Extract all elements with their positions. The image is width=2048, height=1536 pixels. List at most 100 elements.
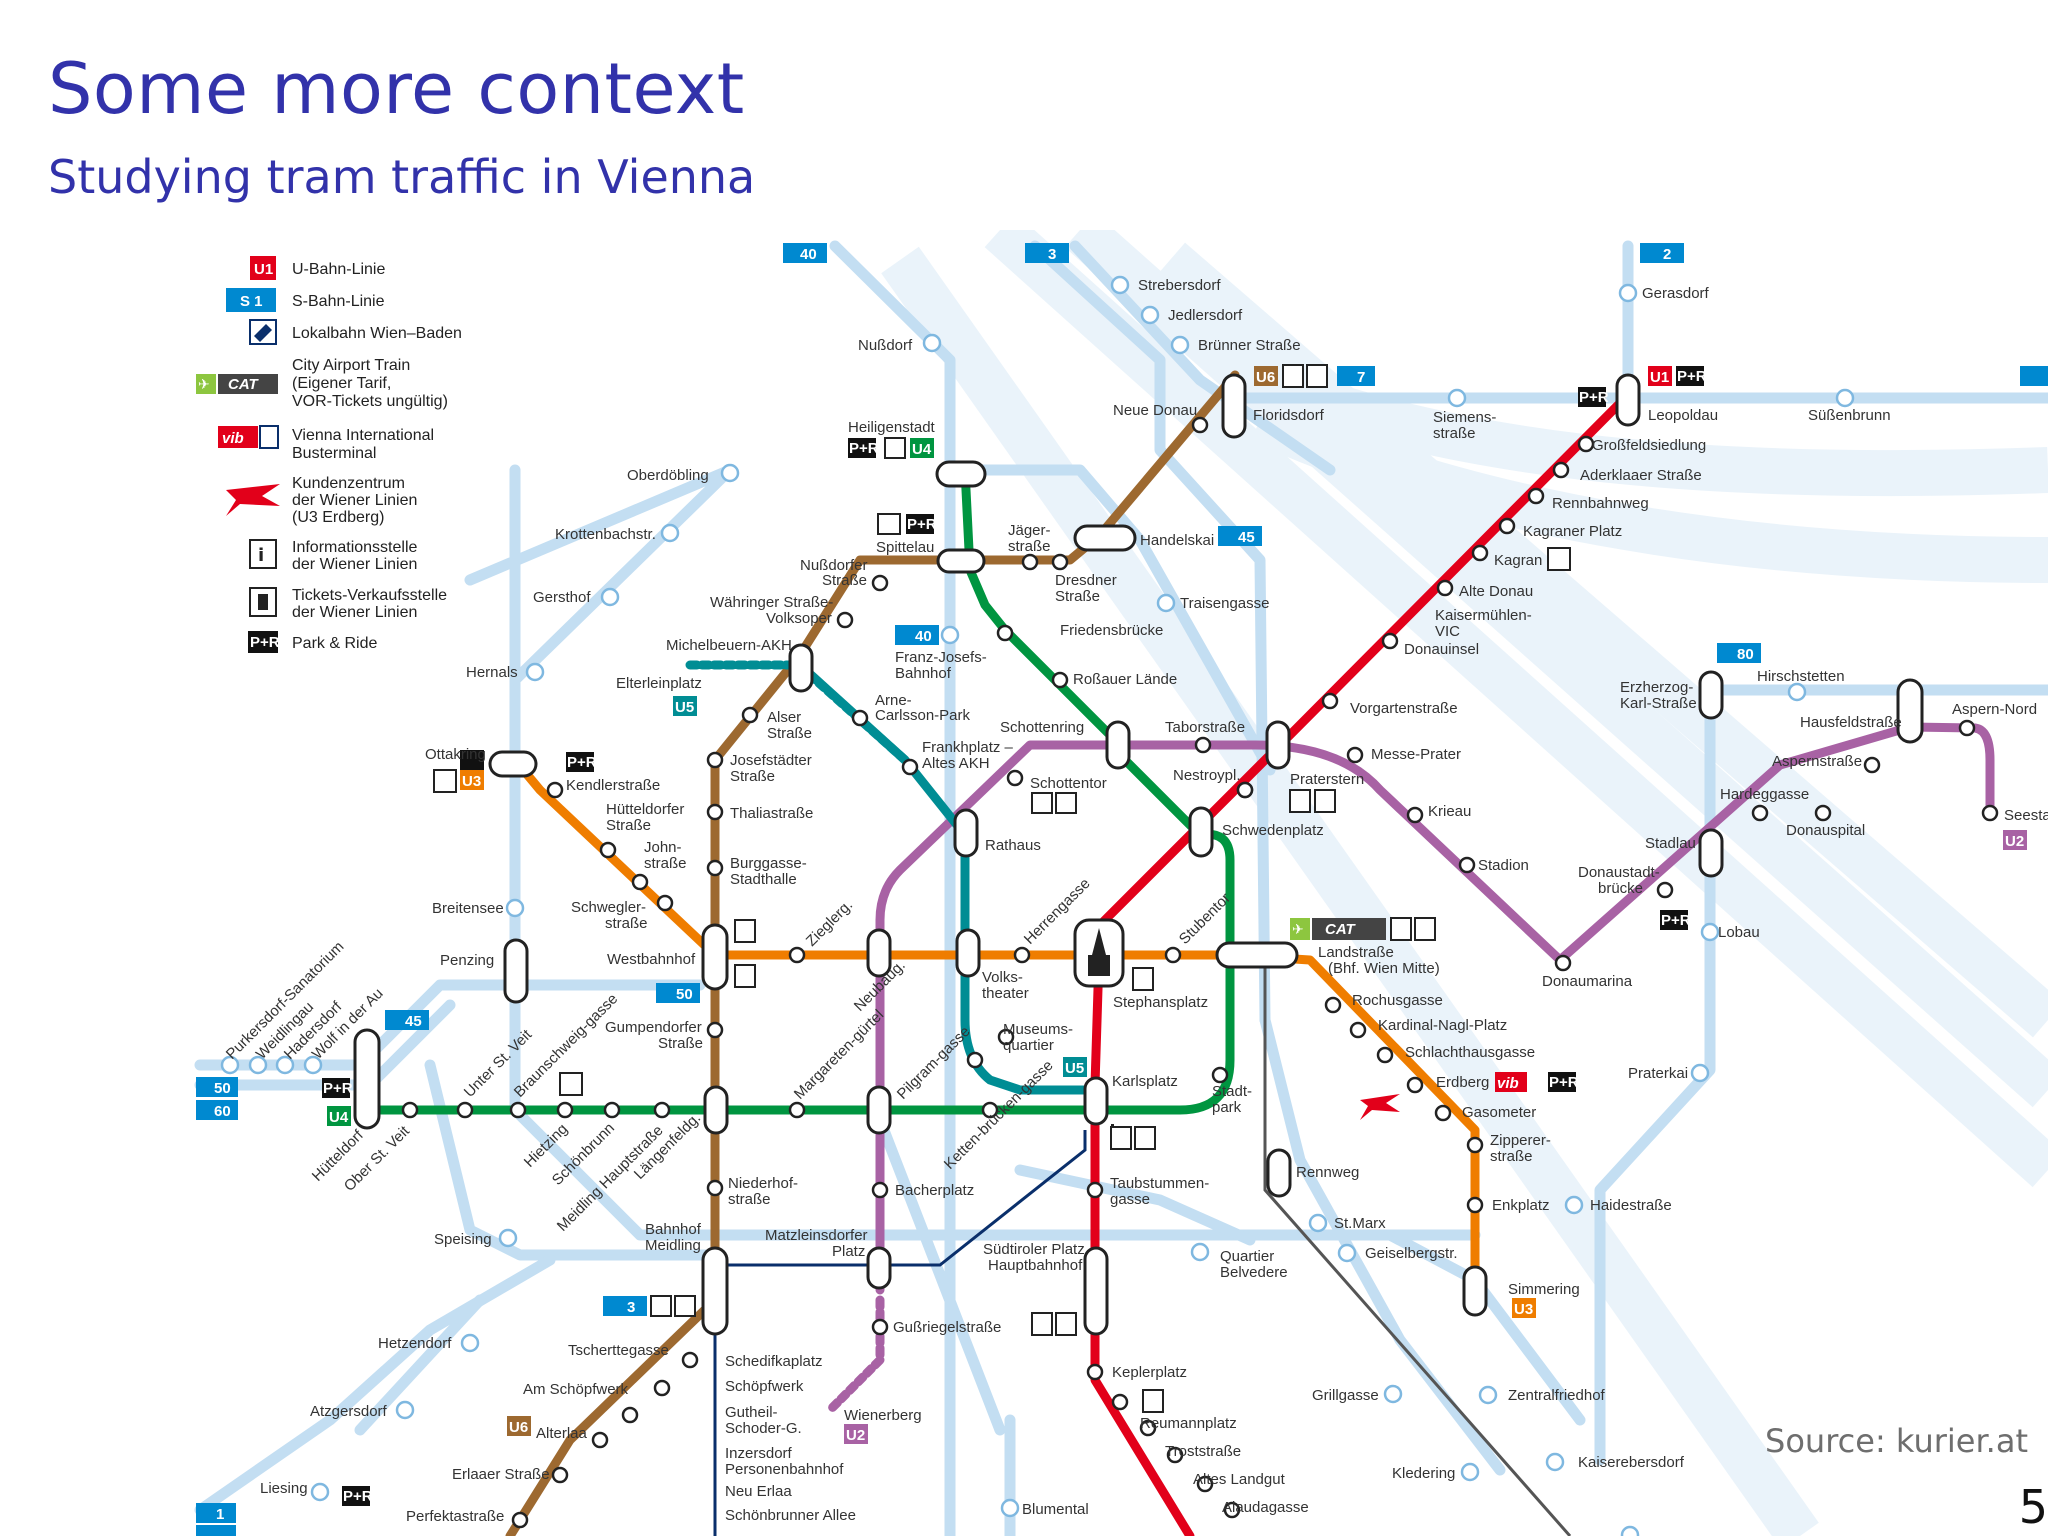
station-kagran: Kagran <box>1494 552 1542 569</box>
station-donauspital: Donauspital <box>1786 822 1865 839</box>
station-siemens-1: Siemens- <box>1433 409 1496 426</box>
station-huetteldorfer-1: Hütteldorfer <box>606 801 684 818</box>
station-alaudagasse: Alaudagasse <box>1222 1499 1309 1516</box>
legend-label-pr: Park & Ride <box>292 635 377 652</box>
station-quartier-2: Belvedere <box>1220 1264 1288 1281</box>
station-vorgarten: Vorgartenstraße <box>1350 700 1458 717</box>
source-credit: Source: kurier.at <box>1765 1422 2028 1460</box>
legend-item-info: i Informationsstelle der Wiener Linien <box>249 539 417 573</box>
interchanges <box>353 373 1924 1336</box>
badge-u4-heiligenstadt: U4 <box>912 441 932 458</box>
interchange-schottenring <box>1105 720 1131 770</box>
interchange-pilgramgasse <box>866 1085 892 1135</box>
station-kardinal-nagl: Kardinal-Nagl-Platz <box>1378 1017 1507 1034</box>
badge-s50-westbahnhof: 50 <box>676 986 693 1003</box>
station-gerasdorf: Gerasdorf <box>1642 285 1710 302</box>
station-schlachthausgasse: Schlachthausgasse <box>1405 1044 1535 1061</box>
station-strebersdorf: Strebersdorf <box>1138 277 1221 294</box>
station-rossauer: Roßauer Lände <box>1073 671 1177 688</box>
station-messe-prater: Messe-Prater <box>1371 746 1461 763</box>
badge-u3-ottakring: U3 <box>462 773 481 790</box>
station-praterstern: Praterstern <box>1290 771 1364 788</box>
station-wienerberg: Wienerberg <box>844 1407 922 1424</box>
badge-vib-erdberg: vib <box>1497 1075 1519 1092</box>
badge-s80: 80 <box>1737 646 1754 663</box>
station-schwegler-1: Schwegler- <box>571 899 646 916</box>
station-geiselbergstr: Geiselbergstr. <box>1365 1245 1458 1262</box>
vib-badge: vib <box>222 430 244 447</box>
station-nestroyplatz: Nestroypl. <box>1173 767 1241 784</box>
legend-label-cat-2: (Eigener Tarif, <box>292 375 391 392</box>
legend-label-kunden-3: (U3 Erdberg) <box>292 509 384 526</box>
station-breitensee: Breitensee <box>432 900 504 917</box>
station-donaustadt-2: brücke <box>1598 880 1643 897</box>
interchange-spittelau <box>936 548 986 574</box>
station-burggasse-2: Stadthalle <box>730 871 797 888</box>
station-keplerplatz: Keplerplatz <box>1112 1364 1187 1381</box>
station-spittelau: Spittelau <box>876 539 934 556</box>
sbahn-station-dots <box>220 275 1855 1536</box>
station-zentralfriedhof: Zentralfriedhof <box>1508 1387 1606 1404</box>
station-penzing: Penzing <box>440 952 494 969</box>
station-rochusgasse: Rochusgasse <box>1352 992 1443 1009</box>
station-fjb-1: Franz-Josefs- <box>895 649 987 666</box>
slide-subtitle: Studying tram traffic in Vienna <box>48 150 756 204</box>
station-fjb-2: Bahnhof <box>895 665 952 682</box>
station-kendlerstrasse: Kendlerstraße <box>566 777 660 794</box>
transit-map: U1 U-Bahn-Linie S 1 S-Bahn-Linie Lokalba… <box>194 230 2048 1536</box>
info-icon: i <box>258 545 264 566</box>
station-stubentor: Stubentor <box>1176 890 1234 948</box>
station-inzersdorf-2: Personenbahnhof <box>725 1461 844 1478</box>
legend-label-lokalbahn: Lokalbahn Wien–Baden <box>292 325 462 342</box>
cat-line <box>1263 955 1572 1536</box>
station-donaustadt-1: Donaustadt- <box>1578 864 1660 881</box>
station-praterkai: Praterkai <box>1628 1065 1688 1082</box>
station-krottenbach: Krottenbachstr. <box>555 526 656 543</box>
station-krieau: Krieau <box>1428 803 1471 820</box>
station-jaeger-2: straße <box>1008 538 1051 555</box>
station-landstrasse-1: Landstraße <box>1318 944 1394 961</box>
station-karlsplatz: Karlsplatz <box>1112 1073 1178 1090</box>
interchange-floridsdorf <box>1221 373 1247 439</box>
interchange-meidling <box>701 1246 729 1336</box>
interchange-landstrasse <box>1215 941 1299 969</box>
legend-label-info-2: der Wiener Linien <box>292 556 417 573</box>
station-taubstummen-1: Taubstummen- <box>1110 1175 1209 1192</box>
station-suedtiroler-2: Hauptbahnhof <box>988 1257 1083 1274</box>
station-arne-2: Carlsson-Park <box>875 707 971 724</box>
badge-cat-landstrasse: CAT <box>1325 921 1357 938</box>
page-number: 5 <box>2018 1480 2048 1534</box>
legend-label-kunden-2: der Wiener Linien <box>292 492 417 509</box>
station-lobau: Lobau <box>1718 924 1760 941</box>
interchange-hauptbahnhof <box>1083 1246 1109 1336</box>
station-alterlaa: Alterlaa <box>536 1425 588 1442</box>
badge-s1-bottom: 1 <box>216 1506 224 1523</box>
station-aderklaaer: Aderklaaer Straße <box>1580 467 1702 484</box>
station-grillgasse: Grillgasse <box>1312 1387 1379 1404</box>
station-erlaaer-strasse: Erlaaer Straße <box>452 1466 550 1483</box>
station-schottentor: Schottentor <box>1030 775 1107 792</box>
badge-pr-liesing: P+R <box>343 1488 373 1505</box>
station-gersthof: Gersthof <box>533 589 591 606</box>
station-oberdoebling: Oberdöbling <box>627 467 709 484</box>
station-troststrasse: Troststraße <box>1165 1443 1241 1460</box>
u2-dashed <box>825 1295 885 1415</box>
station-stadion: Stadion <box>1478 857 1529 874</box>
station-schwedenplatz: Schwedenplatz <box>1222 822 1324 839</box>
station-schedifkaplatz: Schedifkaplatz <box>725 1353 823 1370</box>
legend-label-cat-3: VOR-Tickets ungültig) <box>292 393 448 410</box>
station-schottenring: Schottenring <box>1000 719 1084 736</box>
interchange-waehringer <box>788 643 814 693</box>
interchange-leopoldau <box>1615 373 1641 427</box>
badge-s3-meidling: 3 <box>627 1299 635 1316</box>
wiener-linien-logo-icon <box>226 484 280 516</box>
station-rathaus: Rathaus <box>985 837 1041 854</box>
station-nussdorfer-2: Straße <box>822 572 867 589</box>
station-seestadt: Seestadt <box>2004 807 2048 824</box>
interchange-stadlau <box>1698 828 1724 878</box>
station-speising: Speising <box>434 1231 492 1248</box>
station-museumsquartier-2: quartier <box>1003 1037 1054 1054</box>
legend-item-tickets: Tickets-Verkaufsstelle der Wiener Linien <box>249 587 447 621</box>
airplane-icon: ✈ <box>198 377 210 393</box>
station-frankhplatz-1: Frankhplatz – <box>922 739 1014 756</box>
